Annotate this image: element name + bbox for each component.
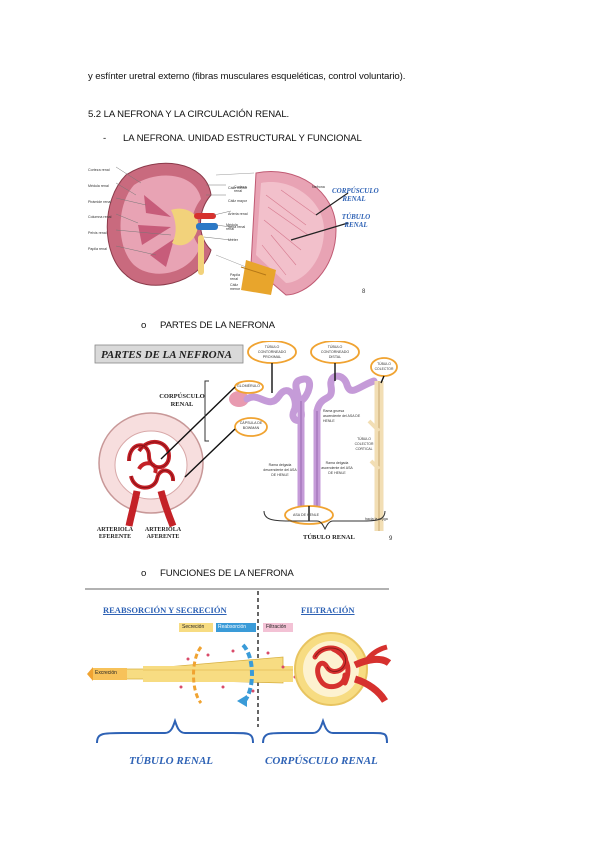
partes-figure: PARTES DE LA NEFRONA CORPÚSCULO RENAL GL… <box>89 341 398 548</box>
label-zoom-corteza: Corteza renal <box>234 185 247 193</box>
kidney-figure: Corteza renal Médula renal Pirámide rena… <box>86 155 380 301</box>
label-corteza: Corteza renal <box>88 168 110 172</box>
partes-arteriola-eferente: ARTERIOLA EFERENTE <box>96 527 134 540</box>
kidney-corpusculo-label: CORPÚSCULO RENAL <box>332 187 379 203</box>
partes-arteriola-aferente: ARTERIOLA AFERENTE <box>144 527 182 540</box>
partes-colector-cortical: TÚBULO COLECTOR CORTICAL <box>354 437 374 451</box>
label-pelvis: Pelvis renal <box>88 231 107 236</box>
partes-colector: TÚBULO COLECTOR <box>374 362 394 371</box>
kidney-labels-mid: Cáliz menor Cáliz mayor Arteria renal Ve… <box>228 182 248 247</box>
bullet-dash: - <box>103 133 107 144</box>
partes-corpusculo: CORPÚSCULO RENAL <box>159 393 205 408</box>
funciones-figure: REABSORCIÓN Y SECRECIÓN FILTRACIÓN Secre… <box>83 587 391 777</box>
partes-bullet: o <box>141 320 147 331</box>
partes-heading: PARTES DE LA NEFRONA <box>160 320 275 331</box>
label-caliz-mayor: Cáliz mayor <box>228 199 247 203</box>
label-zoom-caliz: Cáliz menor <box>230 283 241 291</box>
partes-tcp: TÚBULO CONTORNEADO PROXIMAL <box>257 345 287 359</box>
funciones-corpusculo-renal: CORPÚSCULO RENAL <box>265 755 378 767</box>
partes-asa: ASA DE HENLE <box>293 513 319 517</box>
partes-vejiga: hacia la vejiga <box>365 517 388 521</box>
label-zoom-papila: Papila renal <box>230 273 240 281</box>
label-arteria: Arteria renal <box>228 212 248 216</box>
label-zoom-medula: Médula renal <box>226 223 238 231</box>
legend-reabsorcion: Reabsorción <box>218 624 247 630</box>
label-caliz-menor: Cáliz menor <box>228 186 248 190</box>
partes-tcd: TÚBULO CONTORNEADO DISTAL <box>320 345 350 359</box>
partes-page-number: 9 <box>389 536 393 542</box>
partes-tubulo-renal: TÚBULO RENAL <box>303 534 355 541</box>
function-illustration <box>83 587 391 777</box>
partes-title: PARTES DE LA NEFRONA <box>101 349 232 361</box>
label-papila: Papila renal <box>88 246 107 251</box>
funciones-right-title: FILTRACIÓN <box>301 605 355 615</box>
partes-rama-desc: Rama delgada descendente del ASA DE HENL… <box>263 463 297 477</box>
nephron-illustration <box>89 341 398 548</box>
kidney-labels-left: Corteza renal Médula renal Pirámide rena… <box>88 163 111 258</box>
partes-glomerulo: GLOMÉRULO <box>237 384 260 388</box>
label-zoom-nefrona: Nefrona <box>312 185 325 189</box>
intro-line: y esfínter uretral externo (fibras muscu… <box>88 71 406 82</box>
subheading: LA NEFRONA. UNIDAD ESTRUCTURAL Y FUNCION… <box>123 133 362 144</box>
section-heading: 5.2 LA NEFRONA Y LA CIRCULACIÓN RENAL. <box>88 109 290 120</box>
partes-rama-asc: Rama delgada ascendente del ASA DE HENLE <box>321 461 353 475</box>
label-vena: Vena renal <box>228 225 246 229</box>
funciones-bullet: o <box>141 568 147 579</box>
label-medula: Médula renal <box>88 183 109 188</box>
kidney-page-number: 8 <box>362 289 366 295</box>
kidney-illustration <box>86 155 380 301</box>
label-ureter: Uréter <box>228 238 238 242</box>
funciones-left-title: REABSORCIÓN Y SECRECIÓN <box>103 605 227 615</box>
label-columna: Columna renal <box>88 215 112 220</box>
partes-rama-gruesa: Rama gruesa ascendente del ASA DE HENLE <box>323 409 361 423</box>
partes-capsula: CÁPSULA DE BOWMAN <box>239 421 263 430</box>
legend-filtracion: Filtración <box>266 624 287 630</box>
label-piramide: Pirámide renal <box>88 199 112 204</box>
excrecion-label: Excreción <box>95 670 117 676</box>
funciones-tubulo-renal: TÚBULO RENAL <box>129 755 214 767</box>
funciones-heading: FUNCIONES DE LA NEFRONA <box>160 568 294 579</box>
kidney-tubulo-label: TÚBULO RENAL <box>341 213 371 229</box>
legend-secrecion: Secreción <box>182 624 205 630</box>
